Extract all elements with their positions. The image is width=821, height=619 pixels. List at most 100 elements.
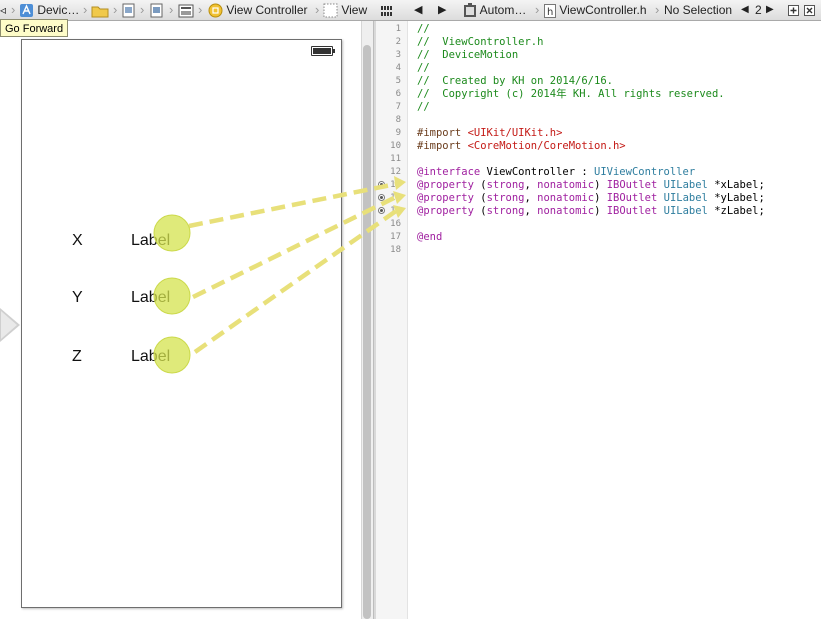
outlet-connection-icon[interactable] (378, 194, 385, 201)
back-arrow-icon[interactable]: ◃ (0, 3, 7, 17)
iboutlet-keyword: IBOutlet (606, 179, 658, 191)
line-number: 10 (390, 141, 401, 151)
outlet-connection-icon[interactable] (378, 207, 385, 214)
attr-strong: strong (486, 179, 525, 191)
z-label-var: *zLabel; (707, 205, 765, 217)
line-number: 17 (390, 232, 401, 242)
breadcrumb-scene-object[interactable] (178, 0, 194, 20)
breadcrumb-view[interactable]: View (323, 0, 367, 20)
add-editor-icon[interactable] (788, 0, 799, 20)
line-number: 18 (390, 245, 401, 255)
view-icon (323, 3, 338, 18)
line-number: 12 (390, 167, 401, 177)
line-number: 5 (395, 76, 401, 86)
class-declaration: ViewController : (480, 166, 595, 178)
line-number: 1 (395, 24, 401, 34)
battery-icon (311, 46, 335, 56)
canvas-scroll-thumb[interactable] (363, 45, 371, 619)
import-path: <UIKit/UIKit.h> (467, 127, 563, 139)
breadcrumb-automatic[interactable]: Autom… (463, 0, 526, 20)
scene-file-icon (150, 3, 163, 18)
z-axis-label: Z (72, 348, 82, 365)
punct: , (524, 192, 538, 204)
y-value-label[interactable]: Label (131, 289, 171, 306)
iboutlet-keyword: IBOutlet (606, 192, 658, 204)
breadcrumb-project-label: Devic… (37, 3, 80, 17)
import-directive: #import (417, 127, 462, 139)
line-number: 4 (395, 63, 401, 73)
code-line-12: @interface ViewController : UIViewContro… (417, 166, 695, 179)
code-line-14: @property (strong, nonatomic) IBOutlet U… (417, 192, 765, 205)
superclass-name: UIViewController (594, 166, 696, 178)
breadcrumb-separator: › (140, 2, 145, 17)
line-number: 3 (395, 50, 401, 60)
counterpart-icon (464, 3, 476, 18)
breadcrumb-storyboard[interactable] (122, 0, 135, 20)
breadcrumb-file[interactable]: h ViewController.h (544, 0, 647, 20)
breadcrumb-separator: › (11, 2, 16, 17)
iboutlet-keyword: IBOutlet (606, 205, 658, 217)
breadcrumb-separator: › (655, 2, 660, 17)
code-line-17: @end (417, 231, 443, 243)
counterpart-count: 2 (755, 3, 762, 17)
back-arrow-icon[interactable]: ◀ (414, 4, 423, 16)
jump-bar: ◃ › Devic… › › › › › View Controller › V… (0, 0, 821, 21)
code-line-10: #import <CoreMotion/CoreMotion.h> (417, 140, 626, 153)
interface-keyword: @interface (417, 166, 481, 178)
breadcrumb-folder[interactable] (91, 0, 109, 20)
line-number: 8 (395, 115, 401, 125)
breadcrumb-view-label: View (341, 3, 368, 17)
y-label-var: *yLabel; (707, 192, 765, 204)
breadcrumb-automatic-label: Autom… (479, 3, 527, 17)
line-number: 9 (395, 128, 401, 138)
svg-text:h: h (547, 7, 553, 18)
punct: ) (594, 179, 607, 191)
uilabel-type: UILabel (663, 192, 708, 204)
line-number: 16 (390, 219, 401, 229)
next-counterpart-icon[interactable]: ▶ (766, 4, 774, 15)
breadcrumb-no-selection[interactable]: No Selection (664, 3, 733, 17)
attr-strong: strong (486, 192, 525, 204)
header-file-icon: h (544, 3, 556, 18)
code-line-9: #import <UIKit/UIKit.h> (417, 127, 562, 140)
line-number: 15 (390, 206, 401, 216)
view-controller-icon (208, 3, 223, 18)
iphone-scene[interactable]: X Label Y Label Z Label (21, 39, 342, 608)
remove-editor-icon[interactable] (804, 0, 815, 20)
storyboard-file-icon (122, 3, 135, 18)
breadcrumb-separator: › (198, 2, 203, 17)
scene-icon (178, 4, 194, 18)
property-keyword: @property (417, 205, 474, 217)
x-value-label[interactable]: Label (131, 232, 171, 249)
line-number: 13 (390, 180, 401, 190)
previous-counterpart-icon[interactable]: ◀ (741, 4, 749, 15)
forward-arrow-icon[interactable]: ▶ (438, 4, 447, 16)
related-items-icon[interactable] (381, 0, 393, 20)
breadcrumb-project[interactable]: Devic… (19, 0, 79, 20)
breadcrumb-file-label: ViewController.h (559, 3, 647, 17)
code-editor[interactable]: // // ViewController.h // DeviceMotion /… (417, 21, 821, 619)
breadcrumb-separator: › (315, 2, 320, 17)
go-forward-tooltip: Go Forward (0, 19, 69, 37)
z-value-label[interactable]: Label (131, 348, 171, 365)
y-axis-label: Y (72, 289, 83, 306)
uilabel-type: UILabel (663, 179, 708, 191)
line-number-gutter: 1 2 3 4 5 6 7 8 9 10 11 12 13 14 15 16 1… (376, 21, 408, 619)
punct: , (524, 205, 538, 217)
outlet-connection-icon[interactable] (378, 181, 385, 188)
breadcrumb-scene[interactable] (150, 0, 163, 20)
punct: ( (473, 179, 487, 191)
attr-nonatomic: nonatomic (537, 205, 595, 217)
line-number: 7 (395, 102, 401, 112)
code-line-3: // DeviceMotion (417, 49, 519, 61)
breadcrumb-view-controller[interactable]: View Controller (208, 0, 308, 20)
punct: ) (594, 192, 607, 204)
attr-nonatomic: nonatomic (537, 192, 595, 204)
line-number: 14 (390, 193, 401, 203)
attr-strong: strong (486, 205, 525, 217)
code-line-2: // ViewController.h (417, 36, 544, 48)
x-axis-label: X (72, 232, 83, 249)
line-number: 6 (395, 89, 401, 99)
property-keyword: @property (417, 192, 474, 204)
punct: ) (594, 205, 607, 217)
